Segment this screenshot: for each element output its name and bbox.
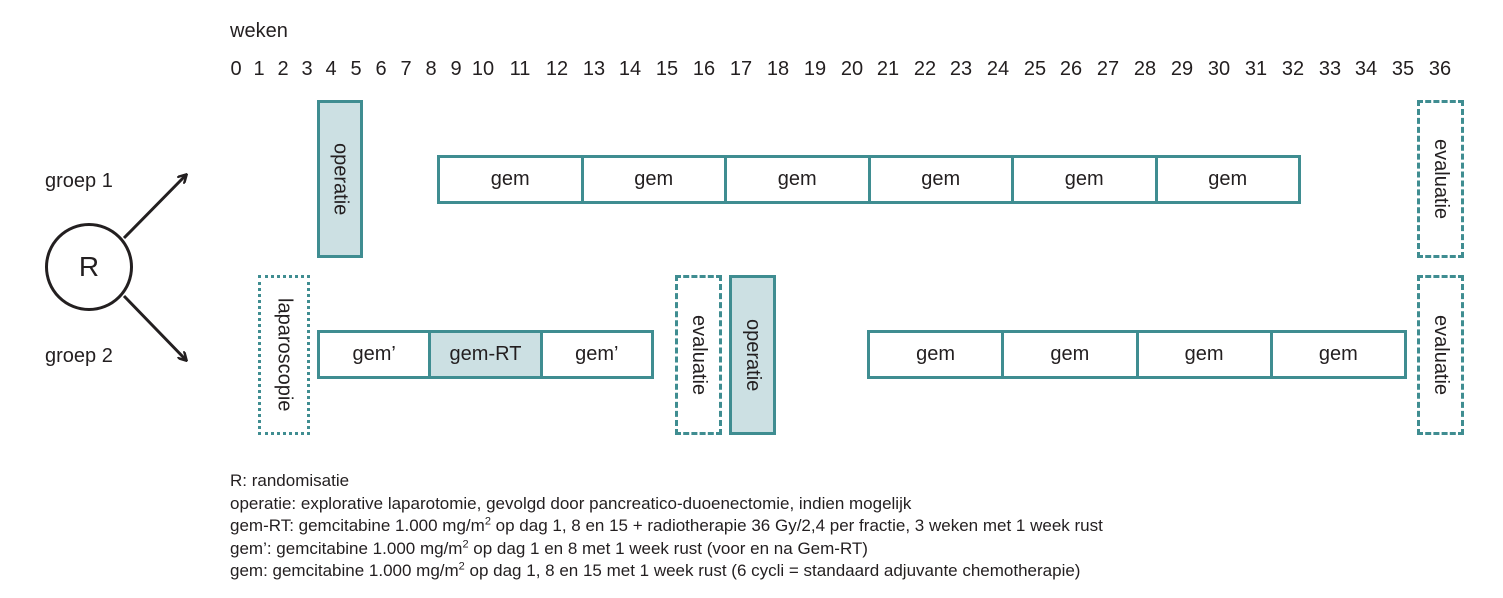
week-tick-label: 24 [986,58,1010,80]
group-2-gem-bar: gem gem gem gem [867,330,1407,379]
group-1-gem-bar: gem gem gem gem gem gem [437,155,1301,204]
week-tick-label: 12 [545,58,569,80]
gem-cycle: gem [1269,333,1404,376]
week-tick-label: 11 [509,58,531,80]
gem-cycle: gem [724,158,868,201]
arrow-to-group-2 [122,294,186,360]
week-tick-label: 19 [803,58,827,80]
arrow-to-group-1 [122,175,186,240]
week-tick-label: 16 [692,58,716,80]
group-1-label: groep 1 [45,170,113,192]
gem-cycle: gem [1154,158,1299,201]
week-tick-label: 1 [253,58,265,80]
week-tick-label: 21 [876,58,900,80]
gem-prime-cycle: gem’ [539,333,651,376]
group-2-mid-evaluation-label: evaluatie [688,314,710,396]
legend: R: randomisatie operatie: explorative la… [230,470,1103,583]
week-tick-label: 22 [913,58,937,80]
week-tick-label: 25 [1023,58,1047,80]
group-2-end-evaluation-label: evaluatie [1430,314,1452,396]
week-tick-label: 27 [1096,58,1120,80]
week-tick-label: 36 [1428,58,1452,80]
gem-prime-cycle: gem’ [352,343,396,365]
gem-cycle: gem [1011,158,1155,201]
group-2-mid-evaluation-box: evaluatie [675,275,722,435]
legend-gem-rt: gem-RT: gemcitabine 1.000 mg/m2 op dag 1… [230,515,1103,535]
gem-cycle: gem [867,158,1012,201]
week-tick-label: 18 [766,58,790,80]
legend-operation: operatie: explorative laparotomie, gevol… [230,493,912,513]
week-tick-label: 31 [1244,58,1268,80]
week-tick-label: 26 [1059,58,1083,80]
axis-title: weken [230,20,288,42]
week-tick-label: 0 [230,58,242,80]
week-tick-label: 5 [350,58,362,80]
group-1-operation-box: operatie [317,100,363,258]
week-tick-label: 9 [450,58,462,80]
group-2-end-evaluation-box: evaluatie [1417,275,1464,435]
week-tick-label: 32 [1281,58,1305,80]
group-2-laparoscopy-label: laparoscopie [273,298,296,412]
group-2-laparoscopy-box: laparoscopie [258,275,310,435]
week-tick-label: 35 [1391,58,1415,80]
week-tick-label: 17 [729,58,753,80]
week-tick-label: 7 [400,58,412,80]
group-2-label: groep 2 [45,345,113,367]
legend-randomisation: R: randomisatie [230,471,350,490]
week-tick-label: 8 [425,58,437,80]
week-tick-label: 14 [618,58,642,80]
week-tick-label: 20 [840,58,864,80]
group-2-operation-box: operatie [729,275,776,435]
week-tick-label: 28 [1133,58,1157,80]
gem-rt-cycle: gem-RT [428,333,540,376]
week-tick-label: 2 [277,58,289,80]
week-tick-label: 33 [1318,58,1342,80]
randomisation-node: R [45,223,133,311]
legend-gem-prime: gem’: gemcitabine 1.000 mg/m2 op dag 1 e… [230,537,868,558]
week-tick-label: 6 [375,58,387,80]
week-tick-label: 3 [301,58,313,80]
gem-cycle: gem [1135,333,1270,376]
gem-cycle: gem [1001,333,1135,376]
gem-cycle: gem [490,168,530,190]
week-tick-label: 13 [582,58,606,80]
week-tick-label: 23 [949,58,973,80]
group-1-operation-label: operatie [329,142,352,216]
gem-cycle: gem [580,158,725,201]
group-2-operation-label: operatie [742,318,764,392]
group-1-evaluation-label: evaluatie [1430,138,1452,220]
week-tick-label: 10 [471,58,495,80]
group-1-evaluation-box: evaluatie [1417,100,1464,258]
group-2-neoadjuvant-bar: gem’ gem-RT gem’ [317,330,654,379]
legend-gem: gem: gemcitabine 1.000 mg/m2 op dag 1, 8… [230,560,1081,580]
gem-cycle: gem [916,343,956,365]
week-tick-label: 4 [325,58,337,80]
week-tick-label: 30 [1207,58,1231,80]
week-tick-label: 29 [1170,58,1194,80]
week-tick-label: 15 [655,58,679,80]
week-tick-label: 34 [1354,58,1378,80]
